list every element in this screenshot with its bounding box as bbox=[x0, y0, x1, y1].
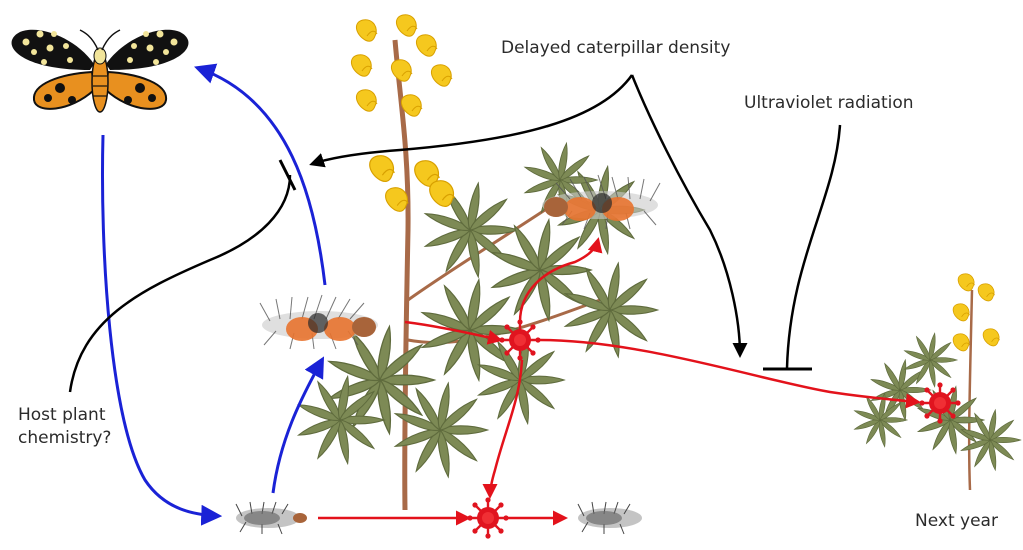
red-arrow-virus-to-bottom-virus bbox=[482, 359, 524, 499]
lupine-plant-icon bbox=[297, 14, 657, 511]
black-inhibit-uv bbox=[785, 124, 842, 369]
blue-arrow-cat-to-moth bbox=[194, 63, 327, 286]
black-inhibit-host-plant bbox=[68, 174, 292, 393]
label-next-year: Next year bbox=[915, 511, 998, 531]
label-delayed-density: Delayed caterpillar density bbox=[501, 38, 731, 58]
red-arrow-virus-to-next-year bbox=[539, 338, 921, 409]
black-arrow-density-to-uv bbox=[630, 74, 748, 358]
black-inhibit-host-plant-bar bbox=[278, 159, 297, 191]
black-arrow-density-to-moth bbox=[309, 74, 634, 168]
moth-icon bbox=[11, 29, 189, 113]
label-uv-radiation: Ultraviolet radiation bbox=[744, 93, 914, 113]
blue-arrow-small-to-large bbox=[271, 356, 325, 494]
small-lupine-icon bbox=[854, 273, 1021, 491]
blue-arrow-moth-to-egg bbox=[100, 134, 223, 526]
virus-icon bbox=[918, 381, 962, 425]
red-arrow-virus-to-upper-cat bbox=[518, 237, 603, 323]
label-host-plant-line1: Host plant bbox=[18, 405, 106, 425]
red-arrow-cat-to-virus bbox=[404, 320, 503, 345]
label-host-plant-line2: chemistry? bbox=[18, 428, 112, 448]
virus-icon bbox=[466, 496, 510, 540]
caterpillar-icon bbox=[235, 174, 661, 535]
virus-icon bbox=[498, 318, 542, 362]
